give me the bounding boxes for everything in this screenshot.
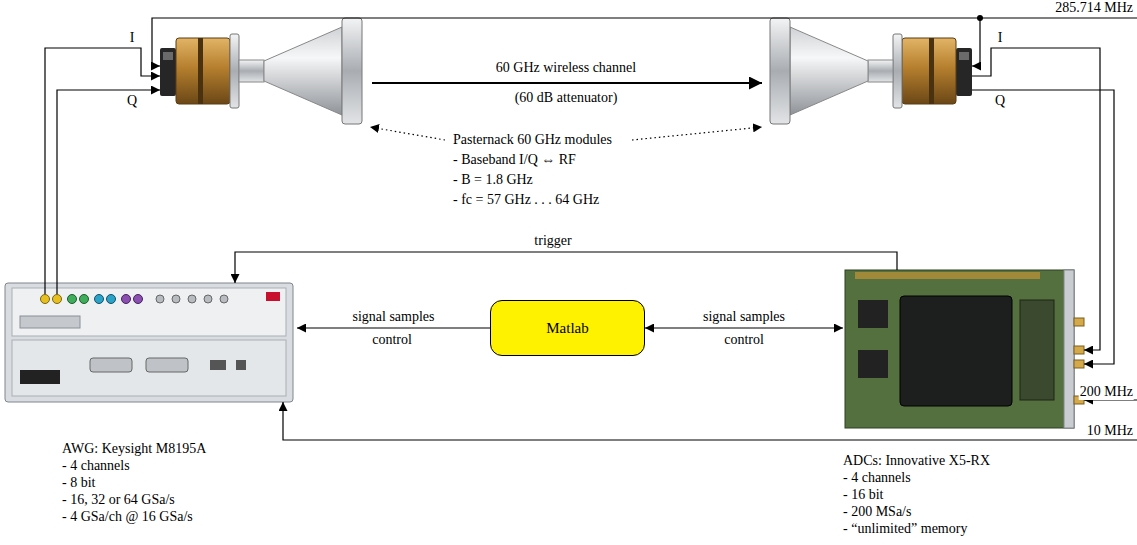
adc-picture (845, 270, 1084, 428)
q-wire (57, 90, 160, 294)
connector-arrow (297, 327, 490, 328)
ic-chip (858, 300, 888, 328)
tx-module (160, 18, 362, 124)
spec-line: - 4 channels (62, 457, 297, 474)
output-port (134, 295, 143, 304)
panel-slot (20, 316, 80, 328)
pcb (845, 270, 1074, 428)
i-wire (972, 48, 1100, 350)
junction-dot (977, 15, 983, 21)
aux-port (188, 295, 196, 303)
lo-wire (152, 18, 1137, 66)
wireless-link-arrow (372, 82, 762, 84)
signal-name: I (997, 30, 1004, 46)
channel-label: 60 GHz wireless channel (495, 60, 637, 76)
adc-card: ADCs: Innovative X5-RX- 4 channels- 16 b… (843, 270, 1080, 537)
connector-arrow (645, 327, 843, 328)
signal-name: Q (126, 93, 138, 109)
signal-name: I (129, 30, 136, 46)
device-caption: ADCs: Innovative X5-RX (843, 452, 1080, 469)
spec-line: - B = 1.8 GHz (452, 172, 534, 188)
awg-chassis (5, 283, 293, 402)
aux-port (172, 295, 180, 303)
output-port (80, 295, 89, 304)
awg-instrument: AWG: Keysight M8195A- 4 channels- 8 bit-… (5, 283, 297, 525)
signal-name: Q (994, 93, 1006, 109)
leader-arrow (632, 127, 762, 140)
d-sub-connector (90, 358, 132, 372)
brand-logo (266, 292, 280, 301)
channel-note: (60 dB attenuator) (514, 90, 619, 106)
spec-line: - 200 MSa/s (843, 503, 1080, 520)
process-box: Matlab (490, 300, 645, 356)
spec-line: - 4 channels (843, 469, 1080, 486)
d-sub-connector (146, 358, 188, 372)
awg-picture (5, 283, 293, 402)
adc-module (1020, 300, 1054, 400)
reference-wire (283, 402, 1137, 440)
frequency-label: 10 MHz (1086, 423, 1134, 439)
rx-module (770, 18, 972, 124)
output-port (95, 295, 104, 304)
spec-line: - 8 bit (62, 474, 297, 491)
ic-chip (858, 350, 888, 378)
q-wire (972, 90, 1114, 364)
output-port (122, 295, 131, 304)
wiring (45, 18, 1137, 440)
shield-can (900, 296, 1012, 406)
card-bracket (1064, 270, 1074, 428)
network-port (210, 360, 226, 370)
output-port (68, 295, 77, 304)
box-label: Matlab (546, 319, 589, 337)
spec-line: - Baseband I/Q ⇔ RF (452, 152, 577, 168)
edge-connector (855, 272, 1040, 279)
spec-line: - “unlimited” memory (843, 520, 1080, 537)
output-port (41, 295, 50, 304)
spec-line: - 4 GSa/ch @ 16 GSa/s (62, 508, 297, 525)
connector-arrow (235, 252, 897, 283)
i-wire (45, 48, 160, 294)
spec-line: - fc = 57 GHz . . . 64 GHz (452, 192, 600, 208)
connector-label: signal samples (351, 309, 435, 325)
output-port (53, 295, 62, 304)
connector-label: trigger (533, 233, 572, 249)
sma-connector (1074, 360, 1084, 368)
connector-note: control (371, 332, 413, 348)
connector-note: control (723, 332, 765, 348)
device-caption: AWG: Keysight M8195A (62, 440, 297, 457)
awg-controller-module (12, 340, 286, 396)
module-heading: Pasternack 60 GHz modules (452, 132, 613, 148)
output-port (107, 295, 116, 304)
frequency-label: 200 MHz (1079, 384, 1134, 400)
spec-line: - 16, 32 or 64 GSa/s (62, 491, 297, 508)
drive-slot (20, 370, 60, 384)
sma-connector (1074, 318, 1084, 326)
usb-port (236, 360, 246, 370)
aux-port (204, 295, 212, 303)
connector-label: signal samples (702, 309, 786, 325)
frequency-label: 285.714 MHz (1054, 0, 1134, 16)
spec-line: - 16 bit (843, 486, 1080, 503)
aux-port (156, 295, 164, 303)
sma-connector (1074, 346, 1084, 354)
lo-wire (972, 18, 980, 66)
aux-port (220, 295, 228, 303)
awg-front-panel (12, 288, 286, 336)
leader-arrow (370, 127, 445, 140)
